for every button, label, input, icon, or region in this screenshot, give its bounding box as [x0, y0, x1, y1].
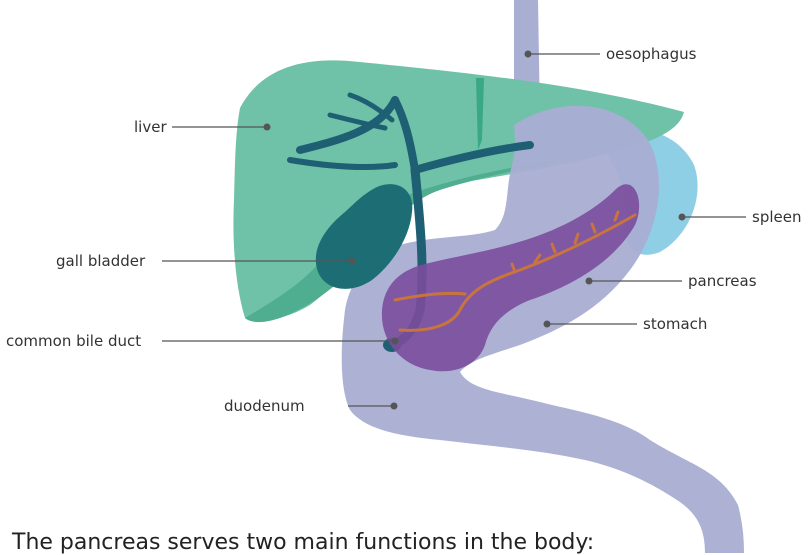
label-oesophagus: oesophagus — [606, 45, 697, 63]
label-stomach: stomach — [643, 315, 707, 333]
label-duodenum: duodenum — [224, 397, 305, 415]
label-liver: liver — [134, 118, 167, 136]
caption-text: The pancreas serves two main functions i… — [12, 530, 594, 555]
label-common-bile-duct: common bile duct — [6, 332, 141, 350]
label-pancreas: pancreas — [688, 272, 757, 290]
label-gall-bladder: gall bladder — [56, 252, 146, 270]
label-spleen: spleen — [752, 208, 801, 226]
